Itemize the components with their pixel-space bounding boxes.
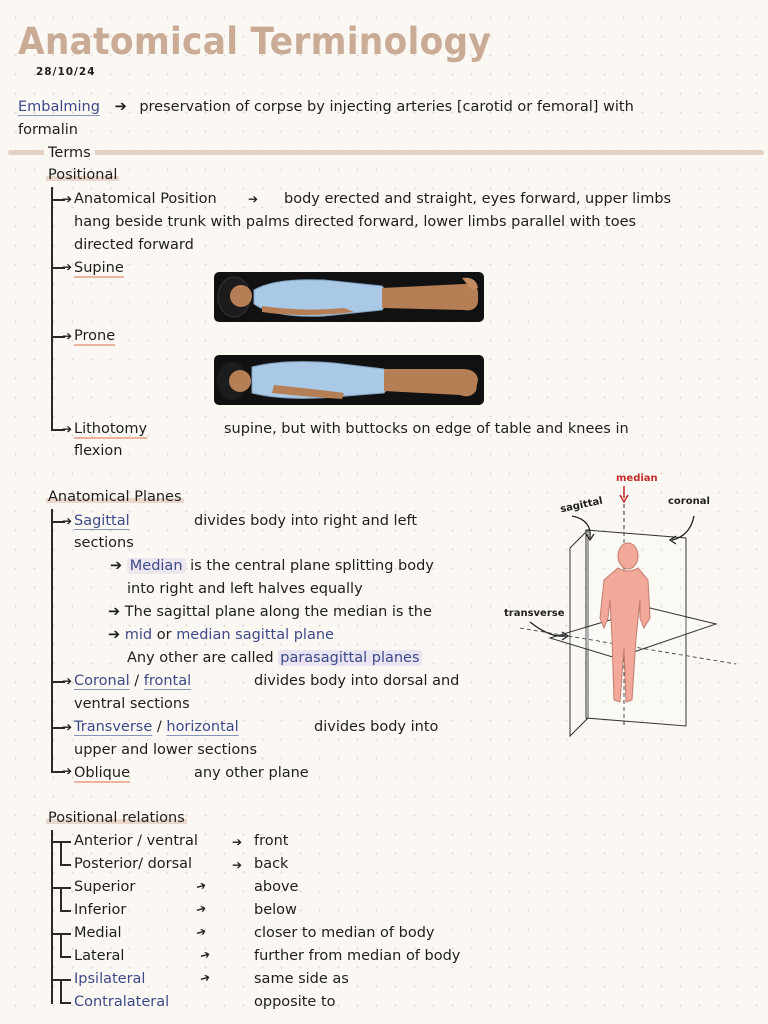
transverse-def: divides body into xyxy=(314,719,439,735)
transverse-def-2: upper and lower sections xyxy=(74,742,258,758)
relation-term: Medial xyxy=(74,925,122,941)
arrow-icon: ➔ xyxy=(232,835,243,849)
sagittal-along-line: ➔ The sagittal plane along the median is… xyxy=(108,604,432,620)
tree-line xyxy=(51,887,71,889)
median-def-2: into right and left halves equally xyxy=(127,581,363,597)
prone-figure xyxy=(214,355,484,405)
sagittal-term: Sagittal xyxy=(74,513,130,529)
lithotomy-term: Lithotomy xyxy=(74,421,148,437)
relation-term: Inferior xyxy=(74,902,127,918)
anatomical-position-def-3: directed forward xyxy=(74,237,194,253)
relations-heading: Positional relations xyxy=(46,810,187,826)
relation-term: Lateral xyxy=(74,948,125,964)
tree-line xyxy=(60,979,62,1002)
coronal-def: divides body into dorsal and xyxy=(254,673,460,689)
terms-heading: Terms xyxy=(44,142,95,165)
embalming-term: Embalming xyxy=(18,99,100,115)
supine-term: Supine xyxy=(74,260,124,276)
tree-line xyxy=(51,187,53,430)
oblique-term: Oblique xyxy=(74,765,130,781)
sagittal-def-2: sections xyxy=(74,535,134,551)
anatomical-position-term: Anatomical Position xyxy=(74,191,217,207)
mid-line: ➔ mid or median sagittal plane xyxy=(108,627,334,643)
oblique-def: any other plane xyxy=(194,765,309,781)
tree-line xyxy=(51,841,71,843)
arrow-icon: ➔ xyxy=(62,422,73,436)
date: 28/10/24 xyxy=(36,66,96,78)
arrow-icon: ➔ xyxy=(198,946,212,964)
planes-heading: Anatomical Planes xyxy=(46,489,184,505)
arrow-icon: ➔ xyxy=(248,192,259,206)
arrow-icon: ➔ xyxy=(110,558,123,574)
relation-meaning: opposite to xyxy=(254,994,336,1010)
relation-term: Posterior/ dorsal xyxy=(74,856,193,872)
supine-figure xyxy=(214,272,484,322)
tree-line xyxy=(60,1002,71,1004)
relation-term: Superior xyxy=(74,879,136,895)
arrow-icon: ➔ xyxy=(198,969,212,987)
tree-line xyxy=(60,887,62,910)
anatomical-position-def-2: hang beside trunk with palms directed fo… xyxy=(74,214,637,230)
tree-line xyxy=(51,830,53,1004)
tree-line xyxy=(60,933,62,956)
anatomical-position-def: body erected and straight, eyes forward,… xyxy=(284,191,672,207)
tree-line xyxy=(60,864,71,866)
tree-line xyxy=(60,910,71,912)
arrow-icon: ➔ xyxy=(232,858,243,872)
tree-line xyxy=(51,933,71,935)
divider xyxy=(8,150,764,155)
coronal-def-2: ventral sections xyxy=(74,696,190,712)
relation-term: Anterior / ventral xyxy=(74,833,198,849)
arrow-icon: ➔ xyxy=(62,192,73,206)
arrow-icon: ➔ xyxy=(62,329,73,343)
arrow-icon: ➔ xyxy=(108,604,121,620)
sagittal-def: divides body into right and left xyxy=(194,513,418,529)
embalming-definition-cont: formalin xyxy=(18,122,78,138)
tree-line xyxy=(60,841,62,864)
transverse-term: Transverse / horizontal xyxy=(74,719,239,735)
embalming-definition: preservation of corpse by injecting arte… xyxy=(139,99,634,115)
body-planes-diagram xyxy=(519,486,737,738)
arrow-icon: ➔ xyxy=(194,923,208,941)
positional-heading: Positional xyxy=(46,167,120,183)
tree-line xyxy=(51,509,53,772)
arrow-icon: ➔ xyxy=(62,674,73,688)
arrow-icon: ➔ xyxy=(62,720,73,734)
arrow-icon: ➔ xyxy=(108,627,121,643)
page-title: Anatomical Terminology xyxy=(18,20,492,63)
arrow-icon: ➔ xyxy=(62,764,73,778)
median-line: ➔ Median is the central plane splitting … xyxy=(110,558,434,574)
relation-meaning: further from median of body xyxy=(254,948,461,964)
arrow-icon: ➔ xyxy=(194,900,208,918)
arrow-icon: ➔ xyxy=(114,99,127,115)
relation-meaning: same side as xyxy=(254,971,349,987)
embalming-line: Embalming ➔ preservation of corpse by in… xyxy=(18,96,634,119)
median-term: Median xyxy=(126,558,186,574)
relation-meaning: closer to median of body xyxy=(254,925,435,941)
coronal-term: Coronal / frontal xyxy=(74,673,192,689)
parasagittal-line: Any other are called parasagittal planes xyxy=(127,650,422,666)
relation-term: Ipsilateral xyxy=(74,971,146,987)
relation-meaning: back xyxy=(254,856,289,872)
relation-meaning: front xyxy=(254,833,289,849)
lithotomy-def-2: flexion xyxy=(74,443,123,459)
arrow-icon: ➔ xyxy=(194,877,208,895)
tree-line xyxy=(51,979,71,981)
relation-meaning: above xyxy=(254,879,299,895)
arrow-icon: ➔ xyxy=(62,260,73,274)
tree-line xyxy=(60,956,71,958)
prone-term: Prone xyxy=(74,328,116,344)
relation-term: Contralateral xyxy=(74,994,170,1010)
transverse-label: transverse xyxy=(504,608,565,619)
lithotomy-def: supine, but with buttocks on edge of tab… xyxy=(224,421,629,437)
median-label: median xyxy=(616,473,658,484)
arrow-icon: ➔ xyxy=(62,514,73,528)
coronal-label: coronal xyxy=(668,496,710,507)
relation-meaning: below xyxy=(254,902,297,918)
